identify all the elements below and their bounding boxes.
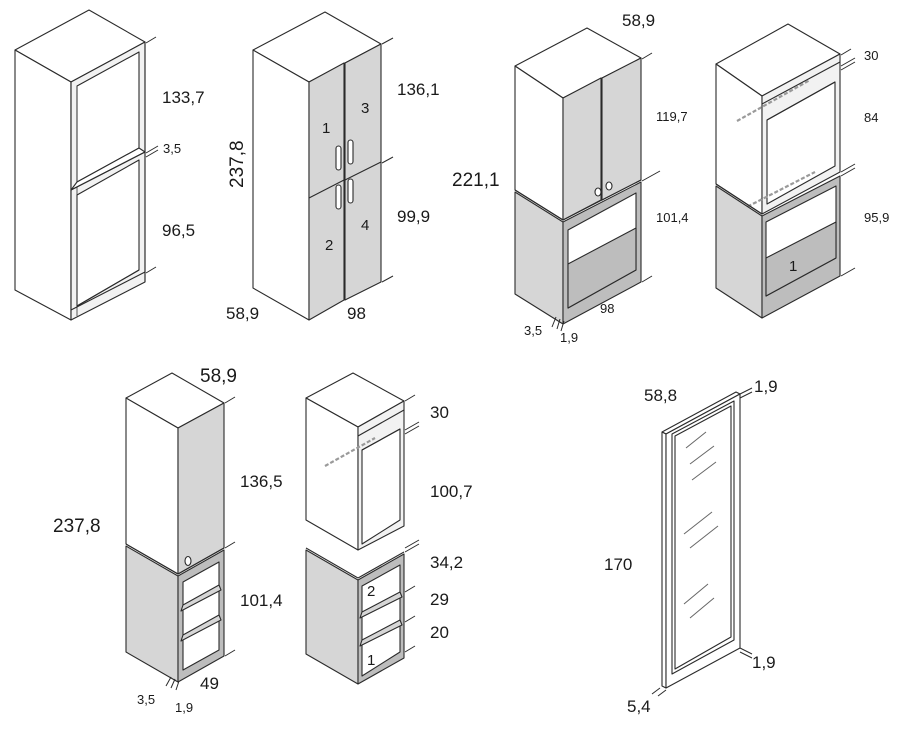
mirror-panel <box>651 387 753 697</box>
shelf-upper <box>180 584 222 612</box>
knob-left-icon <box>594 187 602 197</box>
cab2-depth: 58,9 <box>226 304 259 323</box>
door-label-3: 3 <box>361 100 369 117</box>
cabinet-open-rods-drawer <box>715 23 856 319</box>
door-label-1: 1 <box>322 120 330 137</box>
cab5-width: 49 <box>200 674 219 693</box>
cab6-drawer-1-height: 20 <box>430 623 449 642</box>
cab6-middle-height: 100,7 <box>430 482 473 501</box>
knob-icon <box>184 555 192 567</box>
cab6-top-height: 30 <box>430 403 449 422</box>
cab2-bottom-height: 99,9 <box>397 207 430 226</box>
cab3-depth: 58,9 <box>622 11 655 30</box>
cab5-panel-thickness: 1,9 <box>175 700 193 715</box>
hanging-rod-bottom <box>736 171 816 213</box>
cab5-side-thickness: 3,5 <box>137 692 155 707</box>
knob-right-icon <box>605 181 613 191</box>
cab2-top-height: 136,1 <box>397 80 440 99</box>
cab6-drawer-2-height: 29 <box>430 590 449 609</box>
mirror-width: 58,8 <box>644 386 677 405</box>
mirror-height: 170 <box>604 555 632 574</box>
cab3-panel-thickness: 1,9 <box>560 330 578 345</box>
cab4-bottom-height: 95,9 <box>864 210 889 225</box>
cab3-width: 98 <box>600 301 614 316</box>
cab3-side-thickness: 3,5 <box>524 323 542 338</box>
cab3-bottom-height: 101,4 <box>656 210 689 225</box>
cab6-drawer-label-2: 2 <box>367 583 375 600</box>
cabinet-two-door-open-base <box>514 27 661 332</box>
cab1-top-height: 133,7 <box>162 88 205 107</box>
cab5-total-height: 237,8 <box>53 516 101 537</box>
cab2-total-height: 237,8 <box>227 140 248 188</box>
cab6-drawer-label-1: 1 <box>367 652 375 669</box>
cab4-drawer-label: 1 <box>789 258 797 275</box>
hanging-rod-top <box>736 79 811 122</box>
cab4-top-height: 30 <box>864 48 878 63</box>
handle-4-icon <box>347 178 354 204</box>
mirror-depth: 5,4 <box>627 697 651 716</box>
cab5-bottom-height: 101,4 <box>240 591 283 610</box>
cabinet-open-wardrobe <box>14 9 159 321</box>
handle-3-icon <box>347 139 354 165</box>
handle-2-icon <box>335 184 342 210</box>
cab6-shelf-height: 34,2 <box>430 553 463 572</box>
cabinet-open-rod-drawers <box>305 372 420 685</box>
cab1-shelf-gap: 3,5 <box>163 141 181 156</box>
cabinet-single-door-shelves <box>125 372 236 691</box>
cab4-middle-height: 84 <box>864 110 878 125</box>
drawer-divider-upper <box>359 591 403 619</box>
mirror-frame-top: 1,9 <box>754 377 778 396</box>
cab2-width: 98 <box>347 304 366 323</box>
cab1-bottom-height: 96,5 <box>162 221 195 240</box>
cabinet-four-door-wardrobe <box>252 11 394 321</box>
hanging-rod <box>324 437 376 467</box>
cab3-top-height: 119,7 <box>656 109 688 124</box>
mirror-frame-bottom: 1,9 <box>752 653 776 672</box>
cab5-depth: 58,9 <box>200 366 237 387</box>
cab5-top-height: 136,5 <box>240 472 283 491</box>
drawer-divider-lower <box>359 619 403 647</box>
handle-1-icon <box>335 145 342 171</box>
cab3-total-height: 221,1 <box>452 170 500 191</box>
door-label-2: 2 <box>325 237 333 254</box>
shelf-lower <box>180 614 222 642</box>
door-label-4: 4 <box>361 217 369 234</box>
